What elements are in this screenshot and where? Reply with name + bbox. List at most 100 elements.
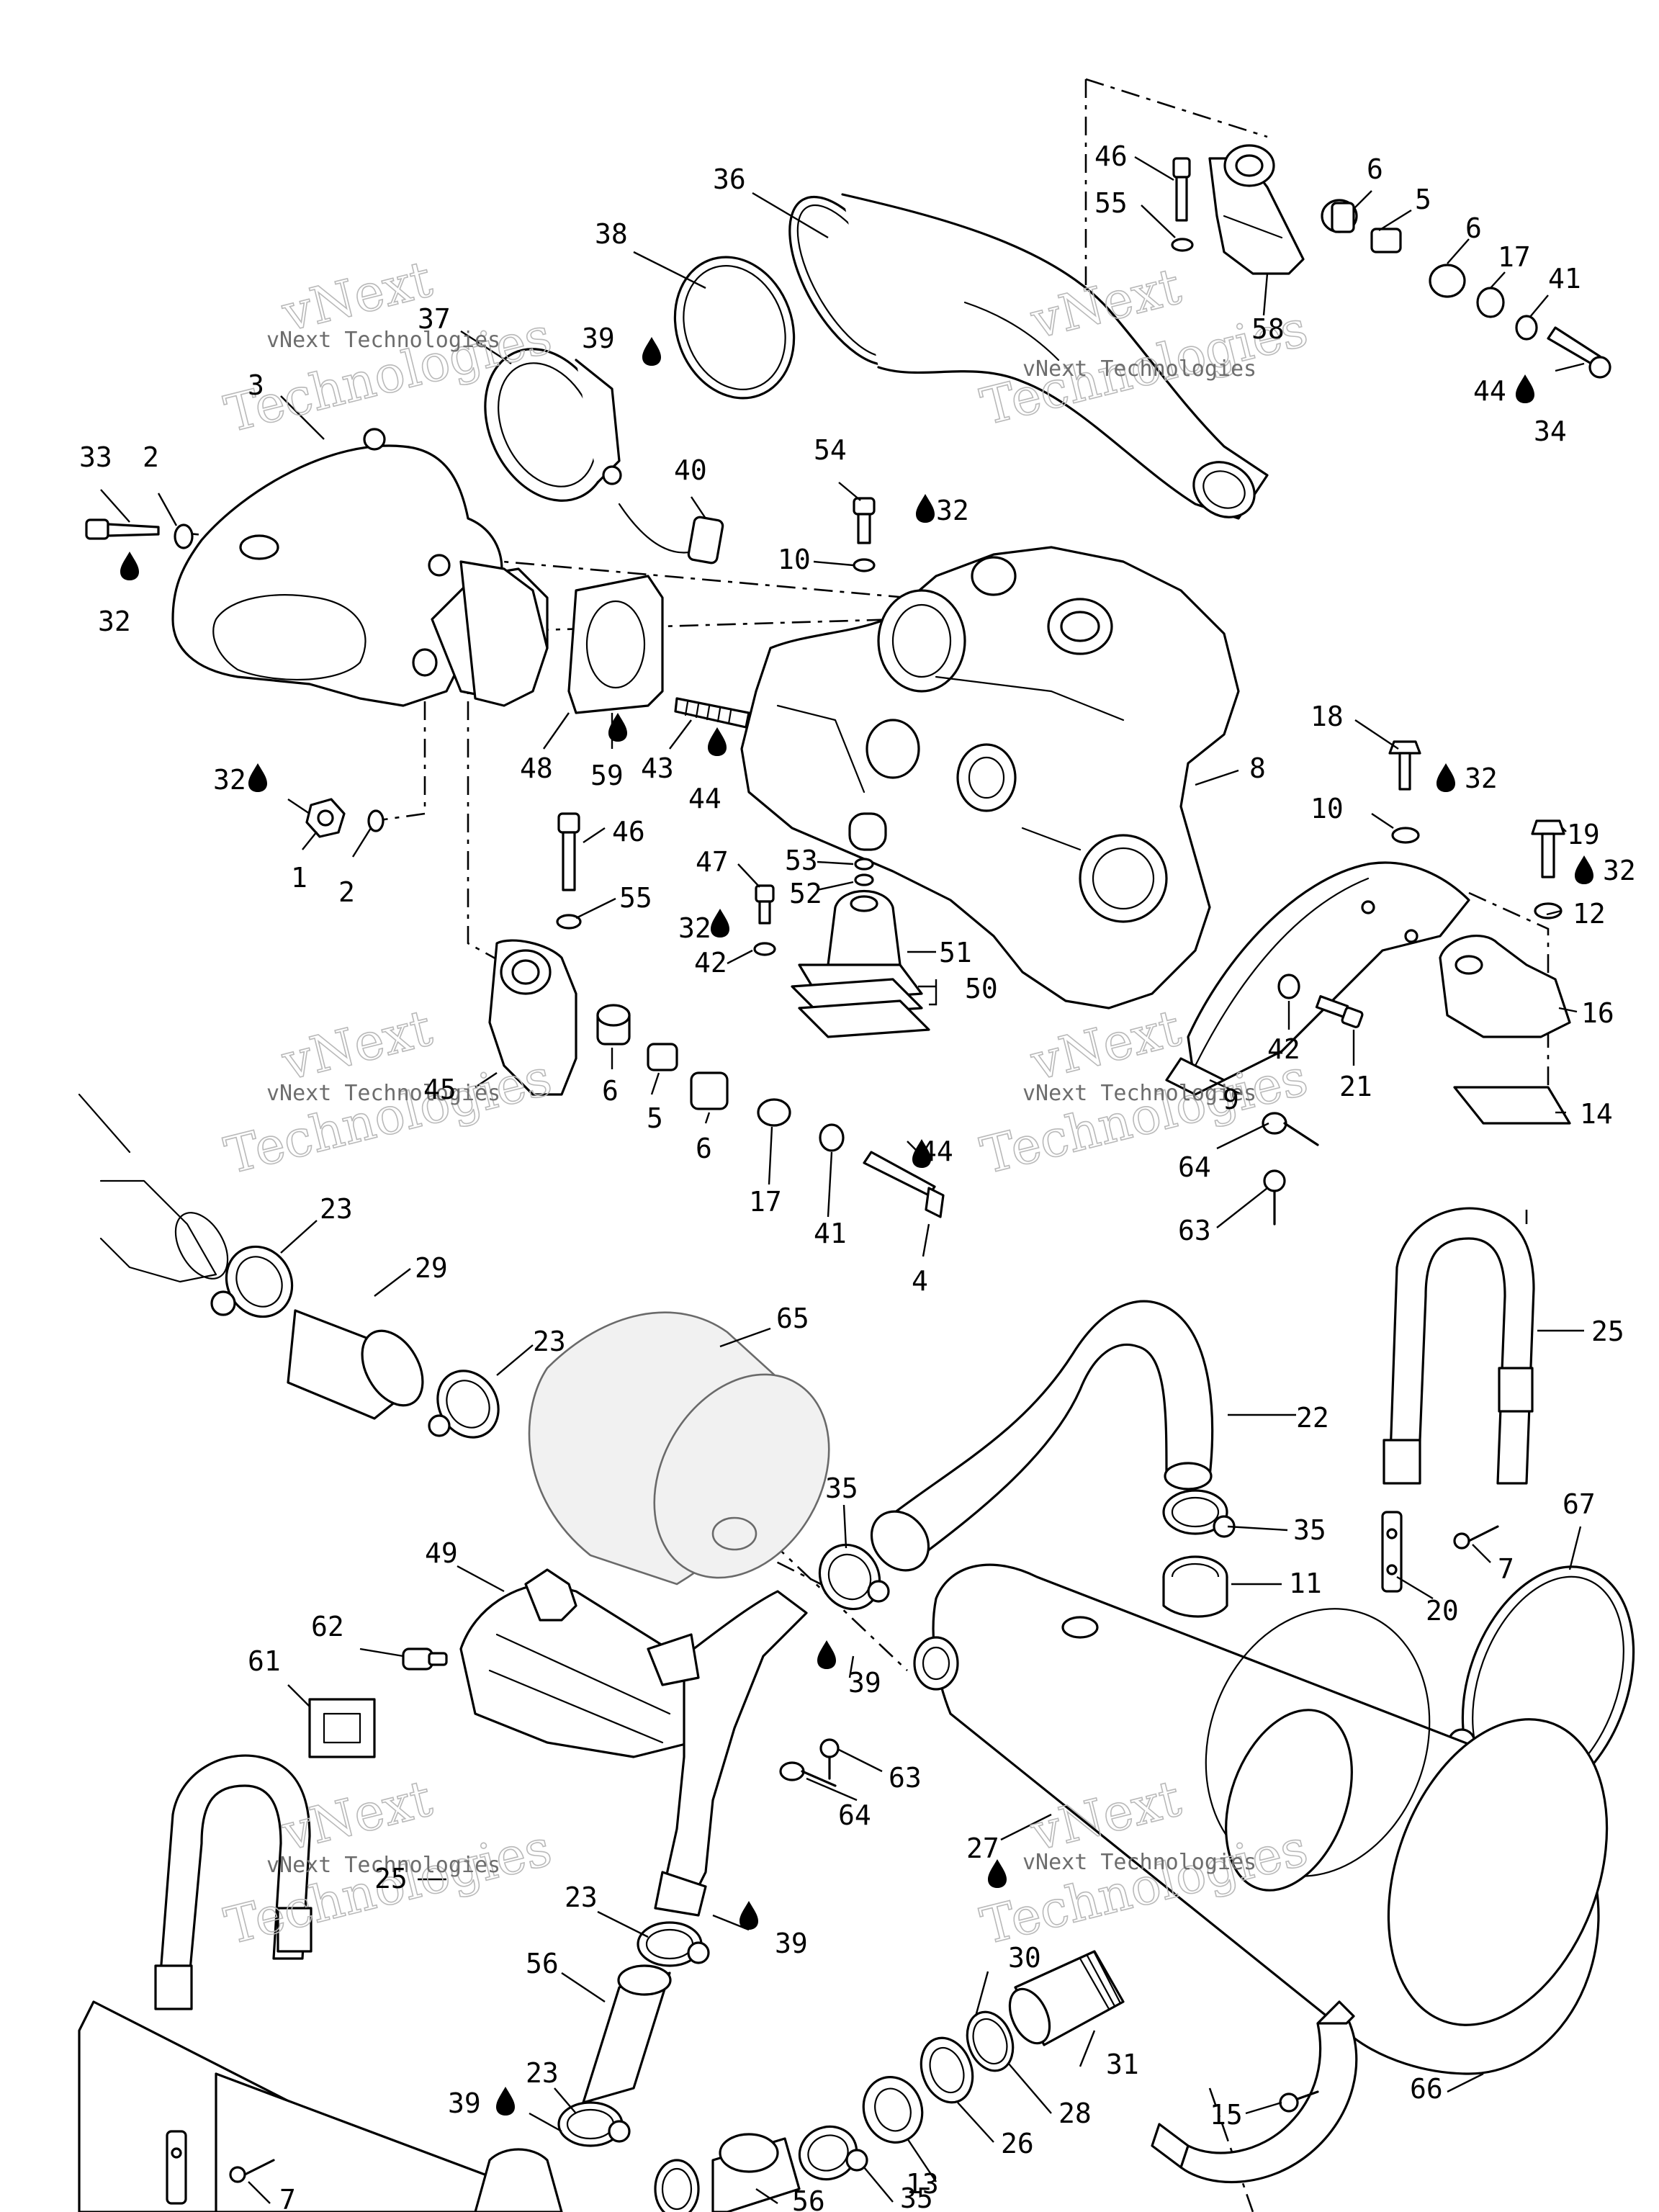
callout-65: 65: [776, 1303, 809, 1334]
callout-64: 64: [1178, 1151, 1211, 1183]
callout-9: 9: [1223, 1084, 1239, 1115]
callout-22: 22: [1296, 1402, 1329, 1434]
callout-61: 61: [248, 1645, 281, 1677]
callout-8: 8: [1249, 752, 1266, 784]
engine-8: [740, 546, 1240, 1010]
drop-icon: [916, 494, 935, 523]
clamp-35-c: [798, 2125, 868, 2181]
callout-42: 42: [694, 947, 727, 979]
bolt-18: [1388, 740, 1421, 791]
watermark-big2: Technologies: [975, 1048, 1313, 1186]
tailpipe-22: [870, 1300, 1214, 1572]
bolt-47: [755, 884, 775, 925]
callout-5: 5: [647, 1102, 663, 1134]
callout-6: 6: [602, 1075, 619, 1107]
tailpipe-tip-31: [1008, 1950, 1125, 2046]
bolt-54: [853, 497, 876, 544]
watermark-big: vNext: [1025, 998, 1186, 1092]
clamp-35-a: [1162, 1489, 1236, 1538]
drop-icon: [912, 1139, 931, 1168]
callout-32: 32: [1603, 855, 1636, 886]
engine-mount-bracket-58: [1208, 144, 1305, 275]
callout-11: 11: [1289, 1568, 1322, 1599]
callout-23: 23: [526, 2057, 559, 2089]
washer-42-mid: [753, 942, 776, 956]
washer-2-bottom: [367, 809, 385, 832]
washer-10-top: [853, 558, 876, 572]
callout-32: 32: [1465, 763, 1498, 794]
callout-39: 39: [775, 1928, 808, 1959]
exhaust-outlet-pipe: [78, 1093, 229, 1283]
bolt-33: [85, 518, 160, 540]
drop-icon: [248, 763, 267, 792]
callout-18: 18: [1310, 701, 1344, 732]
clamp-37: [484, 348, 707, 554]
bolt-19: [1531, 819, 1565, 878]
callout-43: 43: [641, 752, 674, 784]
watermark-small: vNext Technologies: [1022, 1081, 1256, 1106]
washer-12: [1534, 902, 1563, 920]
strap-25-top: [1382, 1207, 1535, 1485]
callout-34: 34: [1534, 415, 1567, 447]
callout-1: 1: [291, 862, 307, 894]
washer-55-top: [1171, 238, 1194, 252]
callout-63: 63: [1178, 1215, 1211, 1246]
callout-17: 17: [1498, 241, 1531, 273]
callout-32: 32: [213, 764, 246, 796]
callout-67: 67: [1563, 1488, 1596, 1520]
rubber-mount-16: [1439, 935, 1571, 1038]
tie-64-top: [1262, 1112, 1319, 1146]
callout-17: 17: [749, 1186, 782, 1218]
bolt-21: [1315, 995, 1364, 1028]
callout-37: 37: [418, 303, 451, 335]
callout-16: 16: [1581, 997, 1614, 1029]
callout-26: 26: [1001, 2128, 1034, 2159]
watermark-big2: Technologies: [219, 1048, 557, 1186]
washer-53: [854, 858, 874, 871]
screw-63-mid: [819, 1738, 840, 1780]
rivet-7-left: [229, 2159, 275, 2183]
callout-64: 64: [838, 1799, 871, 1831]
ring-26: [920, 2036, 974, 2104]
callout-35: 35: [900, 2182, 933, 2212]
drop-icon: [1437, 763, 1455, 792]
clamp-bottom: [654, 2159, 700, 2212]
bracket-20: [1381, 1511, 1403, 1593]
gasket-59: [567, 575, 664, 714]
callout-41: 41: [814, 1218, 847, 1249]
drop-icon: [608, 713, 627, 742]
clamp-23-a: [210, 1245, 294, 1318]
callout-6: 6: [696, 1133, 712, 1164]
callout-21: 21: [1339, 1071, 1372, 1102]
callout-41: 41: [1548, 263, 1581, 295]
callout-58: 58: [1251, 313, 1285, 345]
nut-1: [305, 798, 346, 838]
exhaust-adapter-48: [459, 560, 549, 707]
callout-20: 20: [1426, 1595, 1459, 1627]
callout-2: 2: [338, 876, 355, 908]
watermark-small: vNext Technologies: [266, 1853, 500, 1878]
callout-66: 66: [1410, 2073, 1443, 2105]
drop-icon: [817, 1640, 836, 1669]
callout-53: 53: [785, 845, 818, 876]
callout-50: 50: [965, 973, 998, 1004]
drop-icon: [120, 552, 139, 580]
drop-icon: [1516, 374, 1534, 403]
washer-42-right: [1277, 974, 1300, 999]
callout-44: 44: [1473, 375, 1506, 407]
coupler-56: [582, 1964, 672, 2104]
callout-47: 47: [696, 846, 729, 878]
watermark-small: vNext Technologies: [1022, 356, 1256, 382]
middle-pipe-49: [459, 1568, 808, 1917]
seal-28: [966, 2010, 1015, 2072]
drop-icon: [642, 337, 661, 366]
callout-55: 55: [1094, 187, 1128, 219]
callout-59: 59: [590, 760, 624, 791]
clamp-23-b: [428, 1370, 500, 1439]
callout-30: 30: [1008, 1942, 1041, 1974]
washer-55-mid: [556, 914, 582, 930]
callout-19: 19: [1567, 819, 1600, 850]
watermark-big: vNext: [276, 998, 437, 1092]
callout-labels: 46 6 55 5 6 17 41 36 38 58 37 39 44 34 3…: [79, 140, 1636, 2212]
